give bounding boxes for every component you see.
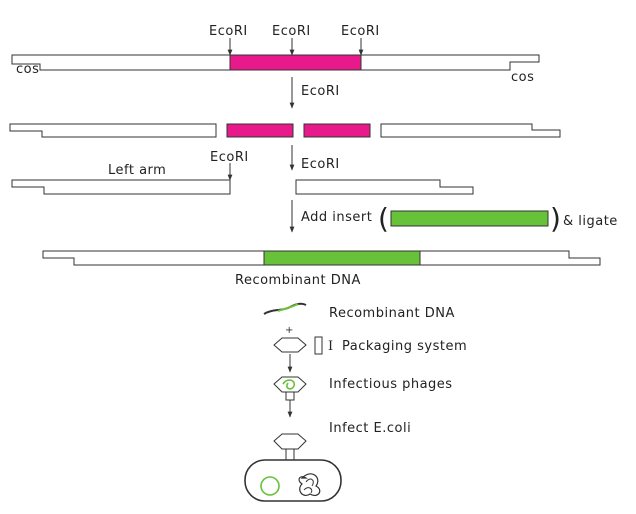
step-digest-label-1: EcoRI — [301, 84, 340, 99]
vector-arms — [11, 163, 474, 195]
right-arm — [295, 179, 474, 195]
ecori-site-arrows — [227, 38, 364, 56]
cos-right-label: cos — [511, 70, 535, 85]
ligate-label: & ligate — [563, 214, 618, 229]
stage-infectious-phages-label: Infectious phages — [329, 377, 453, 392]
insert-dna — [390, 210, 549, 227]
ecoli-cell-icon — [244, 459, 342, 502]
stage-recombinant-dna-label: Recombinant DNA — [329, 306, 455, 321]
close-paren: ) — [550, 202, 561, 235]
step-add-insert-label: Add insert — [301, 210, 373, 225]
svg-text:+: + — [285, 325, 293, 336]
ligated-insert — [263, 250, 421, 266]
stuffer-segment — [229, 54, 362, 71]
recombinant-dna-icon: + — [263, 302, 307, 336]
vector-full — [11, 54, 540, 71]
infectious-phage-icon — [273, 376, 307, 401]
cos-left-label: cos — [16, 62, 40, 77]
step-digest-label-2: EcoRI — [301, 157, 340, 172]
stage-infect-label: Infect E.coli — [329, 421, 412, 436]
left-arm-label: Left arm — [108, 163, 167, 178]
packaging-tail-icon — [314, 336, 323, 355]
ecori-site-label-2: EcoRI — [272, 24, 311, 39]
digested-fragments — [9, 123, 561, 138]
open-paren: ( — [378, 202, 389, 235]
ecori-site-label-1: EcoRI — [209, 24, 248, 39]
packaging-symbol: I — [328, 339, 334, 354]
stuffer-fragment-right — [303, 123, 371, 138]
stage-packaging-label: Packaging system — [342, 339, 468, 354]
ecori-site-label-3: EcoRI — [341, 24, 380, 39]
recombinant-dna-molecule — [42, 250, 601, 266]
phage-dna-coil-icon — [298, 473, 321, 497]
plasmid-circle-icon — [260, 476, 280, 496]
phage-head-icon — [273, 337, 307, 353]
recombinant-dna-caption: Recombinant DNA — [235, 273, 361, 288]
left-arm — [11, 179, 231, 195]
left-arm-ecori-label: EcoRI — [210, 150, 249, 165]
phage-infecting-icon — [273, 433, 307, 461]
stuffer-fragment-left — [226, 123, 294, 138]
